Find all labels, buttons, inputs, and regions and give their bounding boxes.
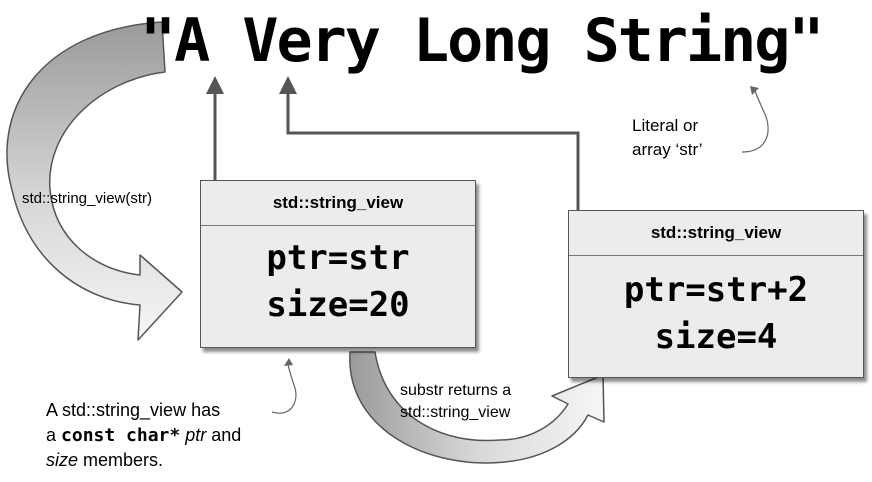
substr-note-line2: std::string_view bbox=[400, 404, 511, 421]
string-literal-title: "A Very Long String" bbox=[140, 6, 824, 76]
members-note-code: const char* bbox=[61, 425, 181, 446]
members-note-line1: A std::string_view has bbox=[46, 400, 221, 420]
box-left-size: size=20 bbox=[266, 285, 410, 325]
literal-callout-squiggle bbox=[741, 87, 769, 153]
string-view-box-left: std::string_view ptr=str size=20 bbox=[200, 180, 476, 348]
members-note-line2: a const char* ptr and bbox=[46, 423, 241, 448]
pointer-arrow-right bbox=[279, 76, 580, 212]
literal-callout-arrowhead bbox=[750, 86, 759, 95]
members-callout-squiggle bbox=[271, 363, 297, 414]
box-right-header: std::string_view bbox=[569, 211, 863, 256]
substr-note-line1: substr returns a bbox=[400, 382, 512, 399]
members-note-line3: size members. bbox=[46, 448, 241, 473]
literal-note-line2: array ‘str’ bbox=[632, 140, 703, 159]
pointer-arrow-left bbox=[206, 76, 224, 180]
box-left-ptr: ptr=str bbox=[266, 238, 410, 278]
literal-note-line1: Literal or bbox=[632, 116, 699, 135]
construct-label: std::string_view(str) bbox=[22, 190, 153, 207]
members-note-text-a: a bbox=[46, 425, 62, 445]
box-right-ptr: ptr=str+2 bbox=[623, 270, 809, 310]
members-note-text-c: and bbox=[206, 425, 242, 445]
substr-note: substr returns a std::string_view bbox=[400, 380, 511, 424]
substr-curved-arrow bbox=[349, 351, 605, 464]
members-note-text-d: members. bbox=[78, 450, 164, 470]
construct-curved-arrow bbox=[6, 21, 183, 341]
members-note: A std::string_view has a const char* ptr… bbox=[46, 398, 241, 473]
members-callout-arrowhead bbox=[284, 358, 293, 366]
members-note-ptr: ptr bbox=[185, 425, 207, 445]
literal-note: Literal or array ‘str’ bbox=[632, 114, 703, 162]
box-right-size: size=4 bbox=[654, 317, 778, 357]
string-view-box-right: std::string_view ptr=str+2 size=4 bbox=[568, 210, 864, 378]
box-left-header: std::string_view bbox=[201, 181, 475, 226]
members-note-size: size bbox=[46, 450, 79, 470]
